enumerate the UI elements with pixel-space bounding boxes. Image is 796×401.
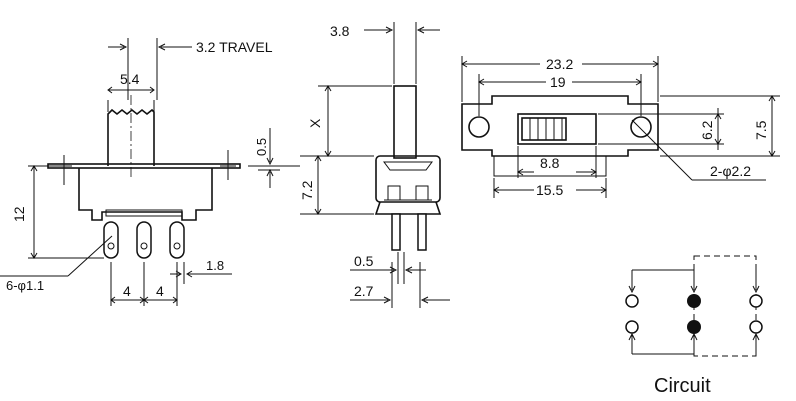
side-view: 3.8 X 0.5 7.2 0.5 2.: [248, 22, 450, 308]
slot-length-label: 8.8: [540, 155, 560, 171]
pin-row-spacing-label: 2.7: [354, 283, 374, 299]
slider-slot: [517, 113, 597, 145]
flange-thickness-label: 0.5: [254, 138, 269, 156]
pin-thickness-label: 0.5: [354, 253, 374, 269]
pin-holes-label: 6-φ1.1: [6, 278, 44, 293]
total-height-label: 12: [11, 206, 27, 222]
pitch-2-label: 4: [156, 283, 164, 299]
mount-hole-left: [468, 116, 490, 138]
front-base-strip: [105, 209, 183, 217]
pitch-1-label: 4: [123, 283, 131, 299]
contact-6: [749, 320, 763, 334]
frame-length-label: 23.2: [546, 56, 573, 72]
contact-2-common: [687, 294, 701, 308]
front-body: [78, 168, 213, 221]
contact-1: [625, 294, 639, 308]
side-body: [375, 155, 441, 203]
pin-offset-label: 1.8: [206, 258, 224, 273]
contact-3: [749, 294, 763, 308]
circuit-label: Circuit: [654, 375, 711, 397]
hole-spacing-label: 19: [550, 74, 566, 90]
circuit-dashed-box: [693, 255, 757, 357]
frame-height-label: 7.5: [753, 120, 769, 140]
contact-4: [625, 320, 639, 334]
mount-holes-label: 2-φ2.2: [710, 163, 751, 179]
actuator-height-label: X: [307, 118, 323, 128]
slot-height-label: 6.2: [699, 120, 715, 140]
circuit-diagram: Circuit: [625, 255, 763, 397]
top-frame: [461, 95, 659, 157]
front-pin-1: [103, 221, 119, 259]
side-pin-right: [417, 213, 427, 251]
body-height-label: 7.2: [299, 180, 315, 200]
front-pin-2: [136, 221, 152, 259]
mount-hole-right: [630, 116, 652, 138]
front-view: 5.4 3.2 TRAVEL 12 6-φ1.1 4 4 1.8: [0, 38, 273, 306]
side-base: [374, 201, 442, 215]
front-flange: [47, 163, 241, 169]
slider-knob: [521, 117, 567, 141]
body-length-label: 15.5: [536, 182, 563, 198]
contact-5-common: [687, 320, 701, 334]
actuator-thickness-label: 3.8: [330, 23, 350, 39]
travel-label: 3.2 TRAVEL: [196, 39, 273, 55]
actuator-width-label: 5.4: [120, 71, 140, 87]
side-pin-left: [391, 213, 401, 251]
top-view: 23.2 19 6.2 7.5 8.8 15.5: [461, 56, 780, 198]
front-actuator: [107, 108, 155, 166]
front-pin-3: [169, 221, 185, 259]
side-actuator: [393, 85, 417, 159]
